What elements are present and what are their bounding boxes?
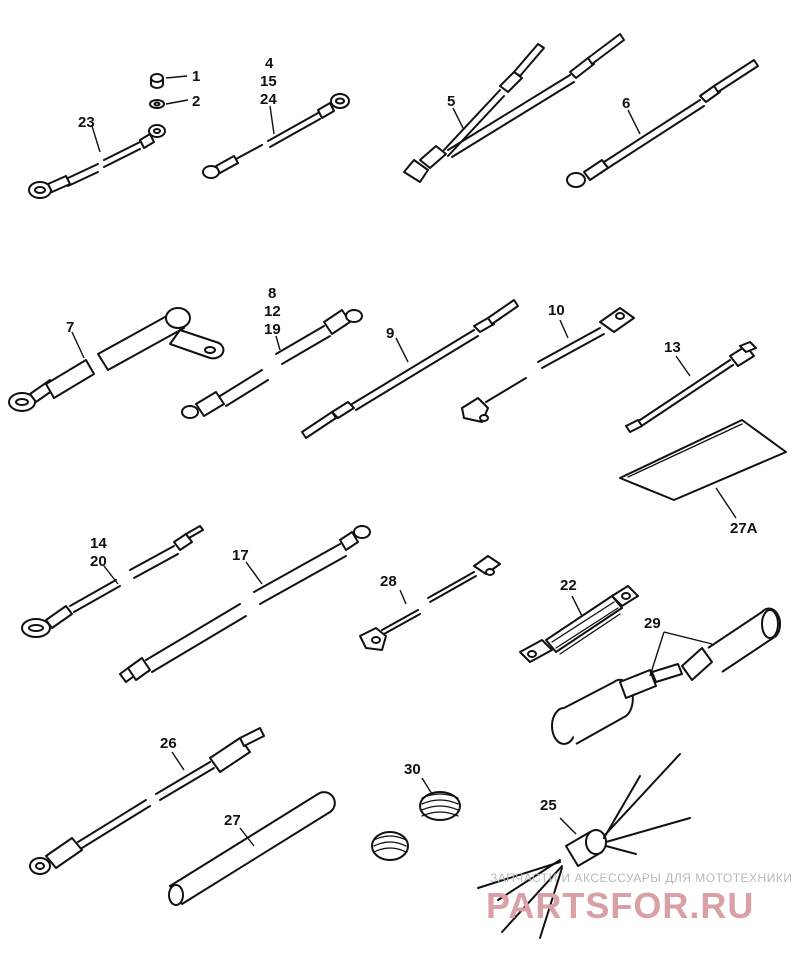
callout-15: 15 xyxy=(260,73,277,90)
callout-9: 9 xyxy=(386,325,394,342)
part-27a-insulating-sheet xyxy=(619,419,787,519)
callout-22: 22 xyxy=(560,577,577,594)
callout-6: 6 xyxy=(622,95,630,112)
watermark-caption: ЗАПЧАСТИ И АКСЕССУАРЫ ДЛЯ МОТОТЕХНИКИ xyxy=(490,871,792,885)
part-10-strap xyxy=(461,307,635,423)
part-29-boot-connector xyxy=(551,607,782,745)
callout-30: 30 xyxy=(404,761,421,778)
callout-17: 17 xyxy=(232,547,249,564)
part-30-grommets xyxy=(371,777,461,861)
callout-13: 13 xyxy=(664,339,681,356)
part-13-lead xyxy=(625,341,757,433)
part-2-washer xyxy=(149,99,189,109)
callout-27: 27 xyxy=(224,812,241,829)
part-6-wire xyxy=(566,59,759,188)
part-1-screw xyxy=(150,73,188,89)
callout-10: 10 xyxy=(548,302,565,319)
part-7-ground-strap xyxy=(8,307,225,412)
callout-29: 29 xyxy=(644,615,661,632)
callout-24: 24 xyxy=(260,91,277,108)
watermark-logo: PARTSFOR.RU xyxy=(486,885,754,926)
part-4-15-24-wire xyxy=(202,93,350,179)
callout-8: 8 xyxy=(268,285,276,302)
callout-12: 12 xyxy=(264,303,281,320)
callout-5: 5 xyxy=(447,93,455,110)
part-23-ground-wire xyxy=(28,124,166,199)
callout-7: 7 xyxy=(66,319,74,336)
callout-28: 28 xyxy=(380,573,397,590)
callout-2: 2 xyxy=(192,93,200,110)
callout-23: 23 xyxy=(78,114,95,131)
callout-27a: 27A xyxy=(730,520,758,537)
callout-26: 26 xyxy=(160,735,177,752)
callout-20: 20 xyxy=(90,553,107,570)
part-14-20-wire xyxy=(21,525,204,638)
part-27-sleeve-tube xyxy=(168,791,336,906)
part-22-braided-strap xyxy=(519,585,639,663)
part-9-wire xyxy=(301,299,519,439)
part-8-12-19-cable xyxy=(181,309,363,419)
part-26-wire-with-connector xyxy=(29,727,265,875)
callout-14: 14 xyxy=(90,535,107,552)
callout-19: 19 xyxy=(264,321,281,338)
callout-25: 25 xyxy=(540,797,557,814)
part-25-wire-harness xyxy=(477,753,691,939)
part-28-strap xyxy=(359,555,501,651)
callout-1: 1 xyxy=(192,68,200,85)
part-17-cable xyxy=(119,525,371,683)
callout-4: 4 xyxy=(265,55,274,72)
part-5-y-harness xyxy=(403,33,625,183)
